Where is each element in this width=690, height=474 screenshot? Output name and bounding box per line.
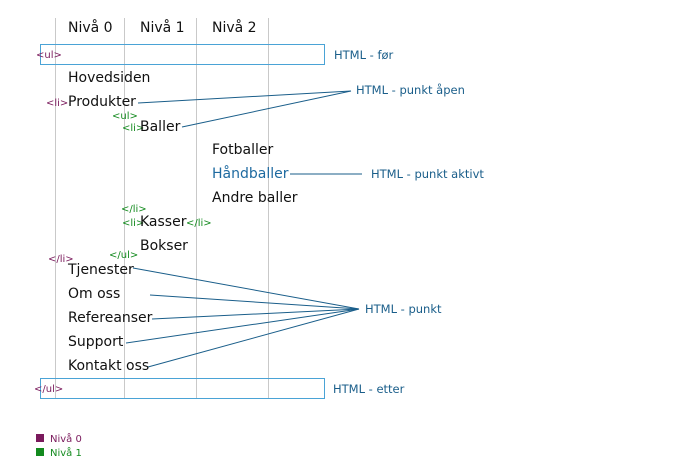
column-header-niva-2: Nivå 2 (212, 19, 257, 36)
tag-ul-close-inner: </ul> (109, 250, 138, 261)
tag-li-close-baller: </li> (121, 204, 147, 215)
tag-ul-open-outer: <ul> (36, 50, 62, 61)
tag-li-close-produkter: </li> (48, 254, 74, 265)
tag-ul-open-inner: <ul> (112, 111, 138, 122)
html-after-box (40, 378, 325, 399)
menu-item-om-oss: Om oss (68, 286, 120, 302)
tag-ul-close-outer: </ul> (34, 384, 63, 395)
legend: Nivå 0 Nivå 1 (36, 432, 82, 459)
menu-item-andre-baller: Andre baller (212, 190, 298, 206)
tag-li-open-kasser: <li> (122, 218, 144, 229)
menu-item-hovedsiden: Hovedsiden (68, 70, 150, 86)
annotation-html-open-item: HTML - punkt åpen (356, 83, 465, 97)
menu-item-produkter: Produkter (68, 94, 136, 110)
connector-produkter (137, 90, 352, 104)
annotation-html-active-item: HTML - punkt aktivt (371, 167, 484, 181)
menu-item-fotballer: Fotballer (212, 142, 273, 158)
column-header-niva-1: Nivå 1 (140, 19, 185, 36)
tag-li-close-kasser: </li> (186, 218, 212, 229)
legend-swatch-niva-1 (36, 448, 44, 456)
menu-item-kasser: Kasser (140, 214, 187, 230)
connector-refereanser (151, 308, 360, 320)
column-header-niva-0: Nivå 0 (68, 19, 113, 36)
connector-lines (125, 90, 362, 368)
menu-item-refereanser: Refereanser (68, 310, 153, 326)
annotation-html-before: HTML - før (334, 48, 394, 62)
annotation-html-item: HTML - punkt (365, 302, 442, 316)
tag-li-open-produkter: <li> (46, 98, 68, 109)
annotation-html-after: HTML - etter (333, 382, 405, 396)
connector-kontakt-oss (147, 308, 360, 368)
connector-support (125, 308, 360, 344)
connector-om-oss (149, 294, 360, 310)
connector-tjenester (132, 267, 360, 310)
menu-item-bokser: Bokser (140, 238, 188, 254)
menu-item-support: Support (68, 334, 124, 350)
legend-label-niva-0: Nivå 0 (50, 432, 82, 445)
legend-label-niva-1: Nivå 1 (50, 446, 82, 459)
menu-item-tjenester: Tjenester (67, 262, 134, 278)
column-grid (55, 18, 269, 398)
menu-item-handballer-active: Håndballer (212, 165, 289, 182)
tag-li-open-baller: <li> (122, 123, 144, 134)
legend-swatch-niva-0 (36, 434, 44, 442)
menu-item-kontakt-oss: Kontakt oss (68, 358, 149, 374)
html-before-box (40, 44, 325, 65)
connector-baller (181, 90, 352, 128)
menu-item-baller: Baller (140, 119, 181, 135)
